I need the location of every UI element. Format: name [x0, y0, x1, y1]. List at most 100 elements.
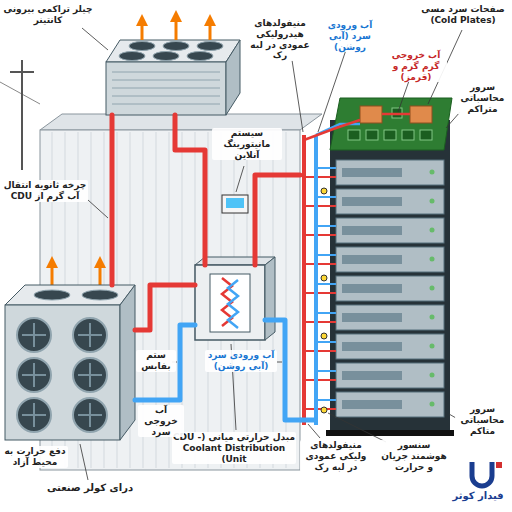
monitor-panel [222, 195, 248, 213]
server-rack [342, 400, 402, 409]
flow-sensor [321, 188, 327, 194]
chiller-unit [106, 40, 240, 115]
server-rack [336, 160, 444, 185]
server-rack [330, 120, 450, 435]
cold-plate-board [420, 130, 432, 140]
flow-sensor [321, 275, 327, 281]
server-rack [342, 313, 402, 322]
callout-label: سرور محاسباتی متاکم [455, 404, 510, 436]
server-rack [342, 197, 402, 206]
power-pole [0, 60, 40, 170]
callout-label: منیفولدهای ولیکی عمودی در لبه رک [300, 440, 372, 472]
leader-line [398, 78, 410, 112]
dry-cooler [5, 285, 135, 305]
cdu-unit [265, 257, 275, 340]
server-rack [326, 120, 454, 436]
callout-label: سنسور هوشمند جریان و حرارت [378, 440, 450, 472]
server-rack [342, 284, 402, 293]
monitor-panel [226, 198, 244, 208]
cold-plate-board [402, 130, 414, 140]
callout-label: آب خروجی سرد [138, 405, 184, 437]
manifold [302, 135, 306, 425]
dry-cooler [17, 318, 107, 432]
chiller-unit [197, 42, 223, 51]
chiller-unit [226, 40, 240, 115]
component-label: چیلر تراکمی بیرونی کانتینر [2, 4, 94, 26]
server-rack [342, 255, 402, 264]
heat-arrow [209, 20, 212, 40]
manifold [300, 418, 318, 423]
heat-arrow [52, 16, 210, 290]
component-box: درای کولر صنعتی [5, 285, 135, 440]
heat-arrow [175, 16, 178, 40]
server-rack [430, 373, 435, 378]
server-rack [336, 247, 444, 272]
cdu-unit [195, 265, 265, 340]
chiller-unit [112, 72, 220, 104]
leader-line [88, 200, 108, 218]
server-rack [336, 305, 444, 330]
cold-plate-board [366, 130, 378, 140]
chiller-unit [119, 52, 145, 61]
leader-line [80, 28, 462, 480]
manifold [316, 168, 336, 400]
component-box: مبدل حرارتی میانی (CDU - Coolant Distrib… [195, 265, 265, 340]
dry-cooler [82, 290, 118, 300]
leader-line [292, 60, 303, 132]
pipe-connector [175, 115, 205, 265]
server-rack [430, 286, 435, 291]
server-rack [430, 315, 435, 320]
pipe-connector [255, 175, 300, 265]
leader-line [82, 28, 108, 50]
cdu-unit [195, 257, 275, 340]
callout-label: سیستم مانیتورینگ آنلاین [212, 128, 282, 160]
leader-line [446, 112, 460, 128]
chiller-unit [106, 40, 240, 62]
cold-plate-board [410, 106, 432, 123]
cdu-unit [228, 280, 238, 328]
logo-mark [472, 462, 502, 486]
cold-plate-board [384, 130, 396, 140]
manifold [300, 135, 336, 425]
server-rack [430, 257, 435, 262]
power-pole [21, 60, 23, 170]
chiller-unit [187, 52, 213, 61]
server-rack [336, 189, 444, 214]
pipe-connector [135, 325, 195, 400]
server-rack [336, 218, 444, 243]
callout-label: دفع حرارت به محیط آزاد [2, 446, 68, 468]
leader-line [308, 424, 320, 438]
manifold [304, 177, 336, 409]
server-rack [430, 170, 435, 407]
server-rack [430, 170, 435, 175]
heat-arrow [141, 20, 144, 40]
component-label: سرور محاسباتی متراکم [455, 82, 510, 114]
server-rack [326, 430, 454, 436]
chiller-unit [106, 62, 226, 115]
chiller-unit [163, 42, 189, 51]
dry-cooler [120, 285, 135, 440]
flow-sensor [321, 333, 327, 339]
component-box: سرور محاسباتی متراکم [300, 120, 450, 435]
server-rack [342, 226, 402, 235]
flow-sensor [321, 407, 327, 413]
callout-label: چرخه ثانویه انتقال آب گرم از CDU [2, 180, 88, 202]
chiller-unit [129, 42, 155, 51]
chiller-unit [153, 52, 179, 61]
leader-line [318, 44, 348, 132]
server-rack [336, 392, 444, 417]
callout-label: ستم بفابس [136, 350, 176, 372]
server-rack [336, 160, 444, 417]
pipe-connector [110, 115, 115, 285]
leader-line [277, 362, 282, 363]
callout-label: صفحات سرد مسی (Cold Plates) [418, 4, 508, 26]
dry-cooler [22, 323, 102, 427]
cold-plate-board [360, 106, 382, 123]
cdu-unit [210, 274, 250, 332]
power-pole [0, 82, 40, 104]
logo-mark [472, 462, 492, 486]
server-rack [430, 344, 435, 349]
component-box: چیلر تراکمی بیرونی کانتینر [105, 40, 235, 115]
callout-label: فیدار کوثر [446, 490, 510, 502]
